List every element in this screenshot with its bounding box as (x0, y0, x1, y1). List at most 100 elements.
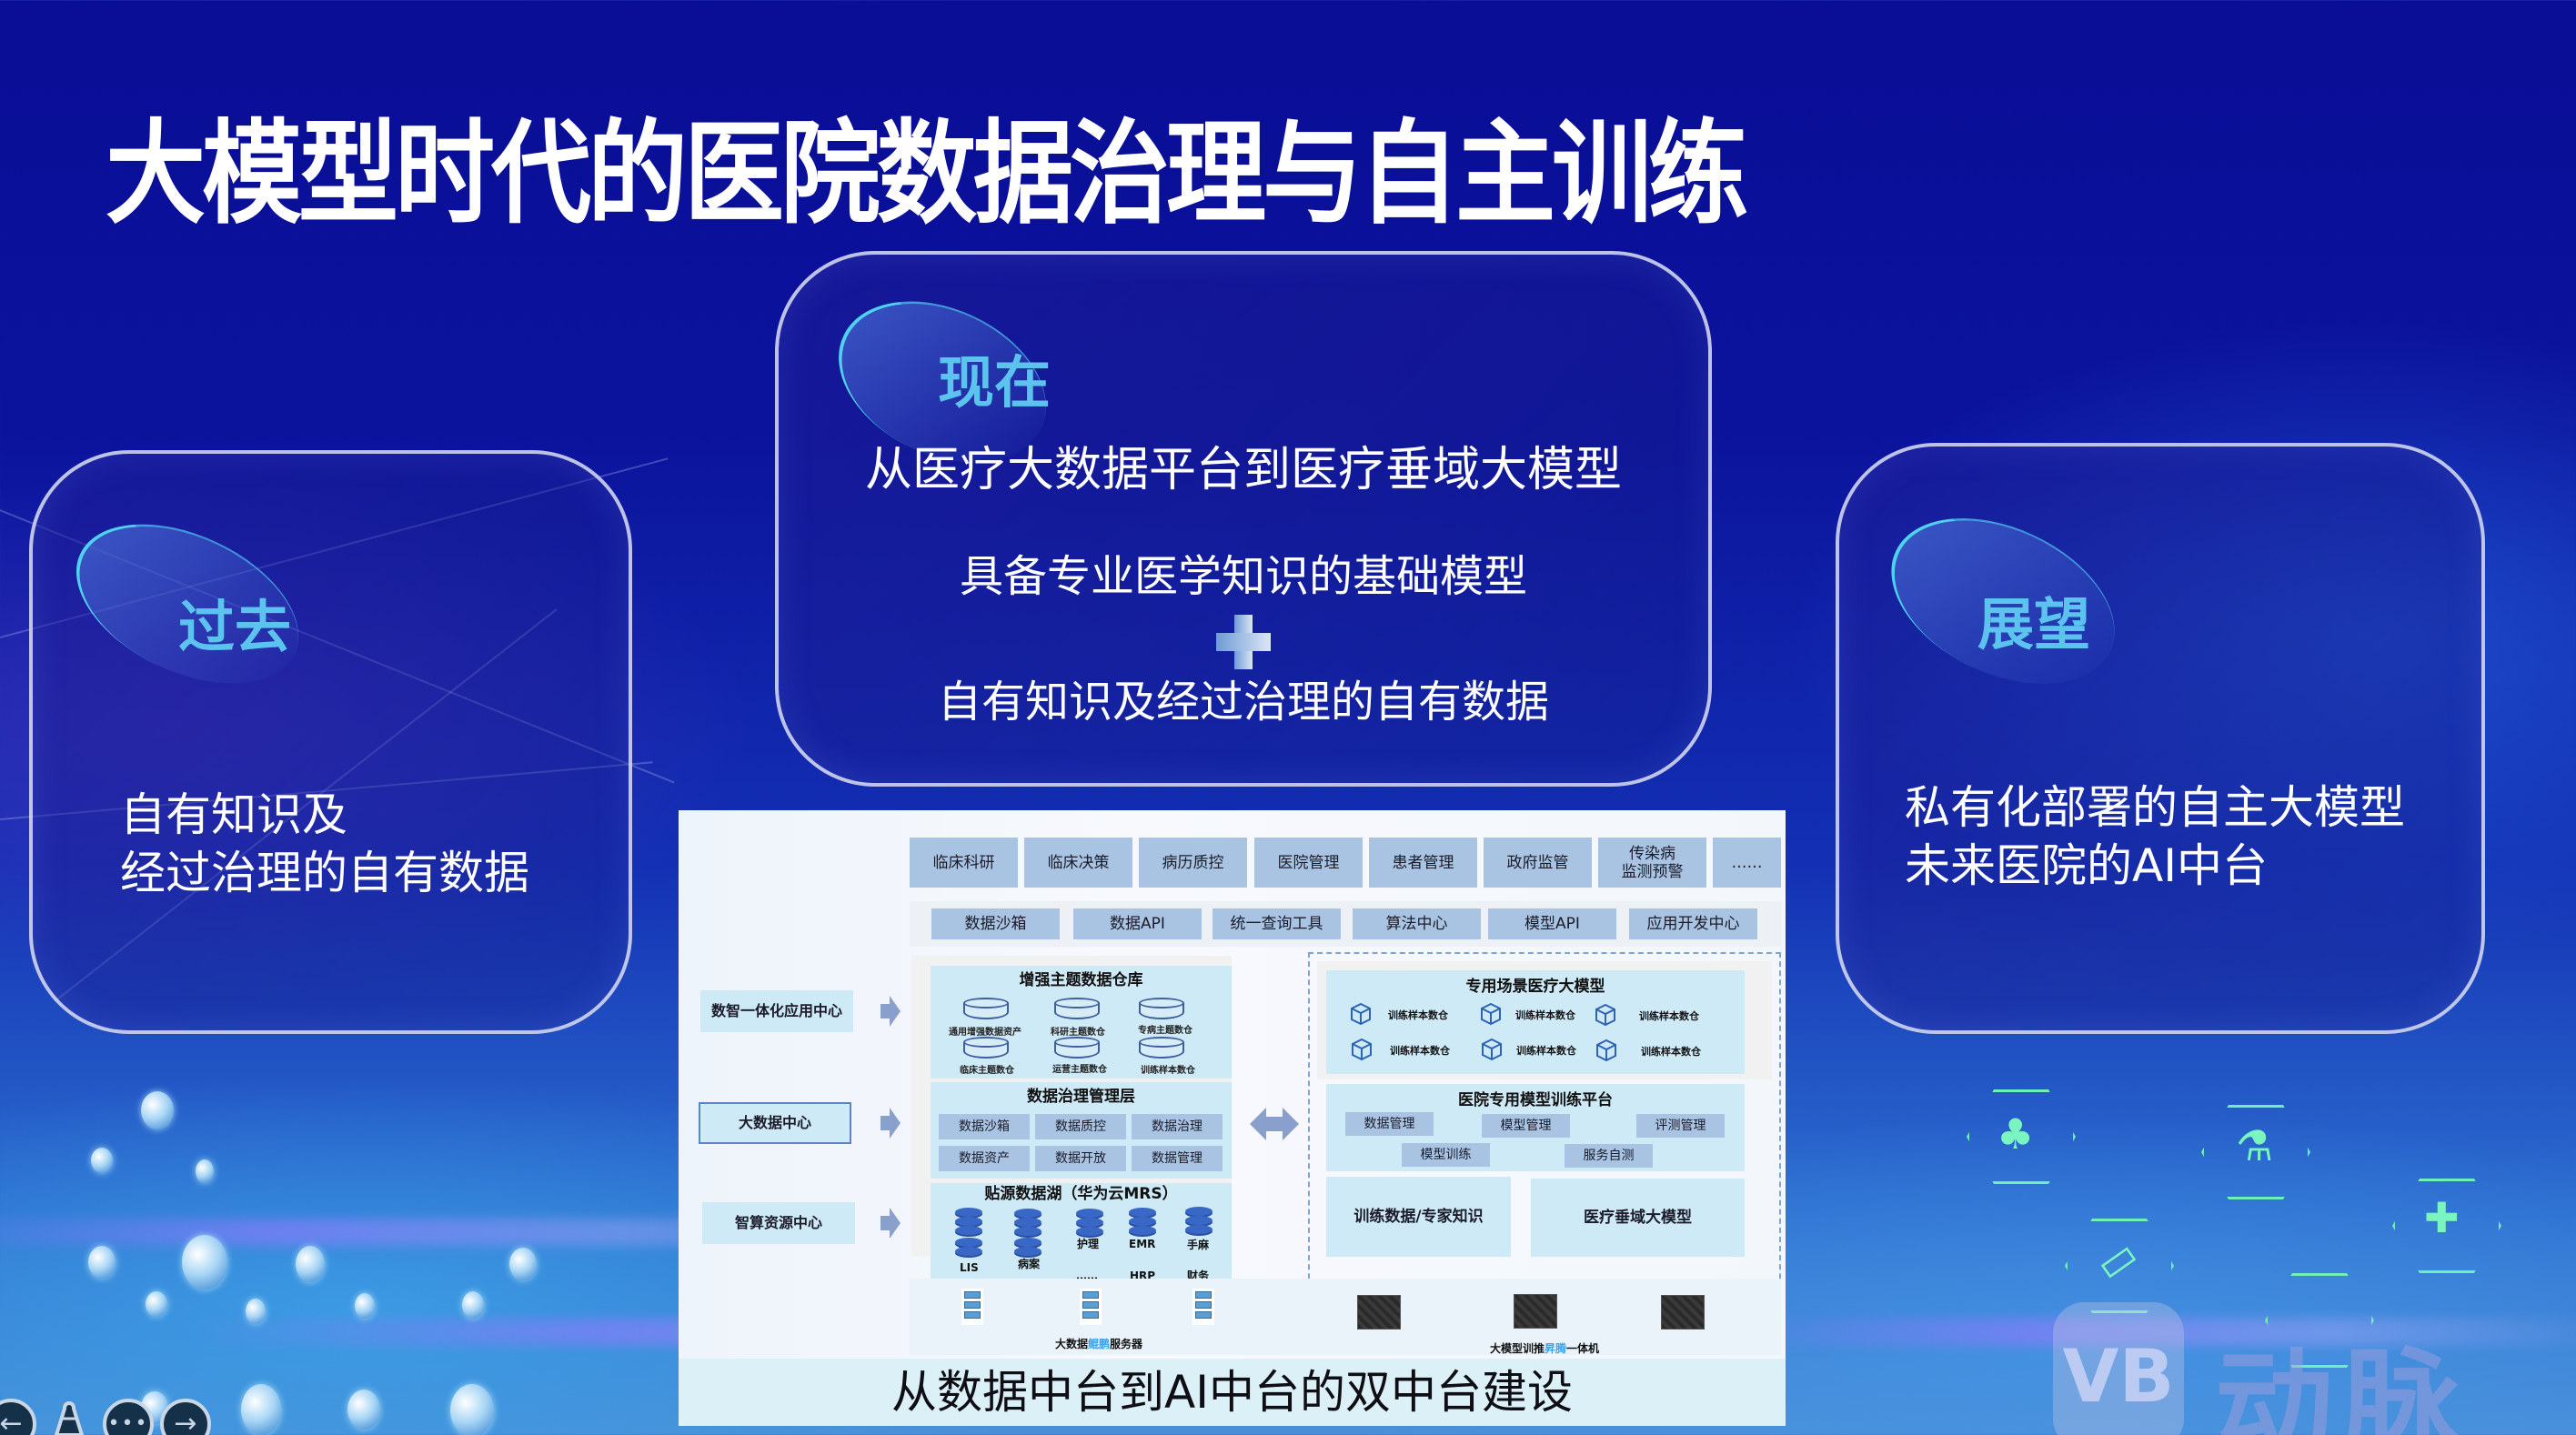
present-line2: 自有知识及经过治理的自有数据 (937, 677, 1549, 728)
data-lake-section: 贴源数据湖（华为云MRS） HIS RIS 护理 EMR 手麻 LIS 病案 …… (931, 1183, 1232, 1282)
molecule-atom (450, 1384, 494, 1435)
hexagon-frame (2265, 1273, 2374, 1368)
pen-tool-button[interactable] (49, 1400, 89, 1435)
plus-icon (1216, 615, 1271, 669)
card-text-past-line1: 自有知识及 (120, 788, 347, 841)
governance-item: 数据质控 (1035, 1114, 1126, 1139)
slide-title: 大模型时代的医院数据治理与自主训练 (106, 108, 1748, 239)
governance-title: 数据治理管理层 (1027, 1088, 1135, 1106)
scenario-models-title: 专用场景医疗大模型 (1465, 978, 1605, 996)
lake-item: 手麻 (1187, 1239, 1210, 1251)
molecule-atom (462, 1291, 484, 1319)
scenario-item: 训练样本数仓 (1388, 1009, 1448, 1021)
server-icon (1192, 1289, 1214, 1325)
app-box-clinical-decision: 临床决策 (1024, 838, 1132, 888)
lake-item: 护理 (1077, 1238, 1100, 1250)
service-algorithm-center: 算法中心 (1353, 908, 1481, 939)
governance-item: 数据管理 (1132, 1146, 1223, 1171)
platform-item: 模型管理 (1482, 1114, 1570, 1138)
lake-item: LIS (960, 1261, 979, 1274)
card-label-past: 过去 (178, 594, 292, 660)
database-icon (963, 1037, 1009, 1060)
scenario-models-section: 专用场景医疗大模型 训练样本数仓 训练样本数仓 训练样本数仓 训练样本数仓 训练… (1326, 970, 1745, 1074)
molecule-atom (355, 1293, 375, 1319)
scenario-item: 训练样本数仓 (1641, 1046, 1701, 1058)
server-icon (1080, 1289, 1102, 1325)
architecture-diagram: 临床科研 临床决策 病历质控 医院管理 患者管理 政府监管 传染病 监测预警 …… (679, 810, 1786, 1425)
hexagon-frame (1967, 1089, 2076, 1184)
governance-item: 数据资产 (939, 1146, 1030, 1171)
data-lake-title: 贴源数据湖（华为云MRS） (984, 1185, 1178, 1203)
hexagon-frame (2065, 1219, 2174, 1313)
database-icon (1076, 1209, 1103, 1239)
app-box-epidemic-warning: 传染病 监测预警 (1598, 838, 1706, 888)
database-icon (1014, 1209, 1041, 1239)
training-platform-title: 医院专用模型训练平台 (1458, 1091, 1613, 1109)
card-past: 过去 自有知识及 经过治理的自有数据 (29, 450, 632, 1034)
platform-item: 服务自测 (1565, 1144, 1653, 1168)
governance-item: 数据治理 (1132, 1114, 1223, 1139)
warehouse-item: 专病主题数仓 (1138, 1026, 1192, 1036)
first-aid-kit-icon: ✚ (2424, 1193, 2460, 1242)
card-text-future-line1: 私有化部署的自主大模型 (1905, 781, 2405, 834)
scenario-item: 训练样本数仓 (1390, 1045, 1450, 1057)
arrow-left-icon: ← (0, 1408, 23, 1435)
next-slide-button[interactable]: → (160, 1399, 211, 1435)
governance-item: 数据沙箱 (939, 1114, 1030, 1139)
warehouse-section: 增强主题数据仓库 通用增强数据资产 科研主题数仓 专病主题数仓 临床主题数仓 运… (931, 966, 1232, 1079)
app-box-more: …… (1713, 838, 1781, 888)
database-icon (1139, 1037, 1184, 1060)
cube-icon (1352, 1038, 1372, 1061)
molecule-atom (347, 1390, 380, 1430)
scenario-item: 训练样本数仓 (1639, 1010, 1699, 1022)
racks-label-pre: 大模型训推 (1490, 1342, 1545, 1355)
service-app-dev-center: 应用开发中心 (1629, 908, 1757, 939)
server-icon (961, 1289, 983, 1325)
more-icon: ••• (107, 1412, 149, 1435)
database-icon (955, 1238, 982, 1269)
arrow-right-icon (880, 1208, 901, 1239)
cube-icon (1596, 1039, 1616, 1062)
rack-icon (1661, 1295, 1705, 1330)
cube-icon (1595, 1003, 1615, 1027)
molecule-atom (141, 1091, 174, 1129)
lake-item: 病案 (1018, 1258, 1041, 1270)
database-icon (955, 1208, 982, 1239)
present-headline: 从医疗大数据平台到医疗垂域大模型 (864, 443, 1622, 497)
servers-label: 大数据鲲鹏服务器 (1055, 1336, 1142, 1351)
training-data-box: 训练数据/专家知识 (1326, 1177, 1511, 1257)
governance-item: 数据开放 (1035, 1146, 1126, 1171)
warehouse-item: 运营主题数仓 (1052, 1065, 1107, 1075)
app-box-gov-supervision: 政府监管 (1484, 838, 1592, 888)
watermark-text: 动脉网 (2215, 1336, 2470, 1435)
app-box-record-qc: 病历质控 (1139, 838, 1247, 888)
center-app: 数智一体化应用中心 (700, 990, 853, 1032)
rack-icon (1514, 1294, 1557, 1329)
molecule-atom (91, 1148, 113, 1173)
governance-section: 数据治理管理层 数据沙箱 数据质控 数据治理 数据资产 数据开放 数据管理 (931, 1082, 1232, 1179)
app-box-clinical-research: 临床科研 (910, 838, 1018, 888)
database-icon (1054, 1037, 1100, 1060)
service-data-api: 数据API (1073, 908, 1202, 939)
double-arrow-icon (1250, 1108, 1299, 1140)
servers-label-highlight: 鲲鹏 (1088, 1338, 1111, 1350)
database-icon (1129, 1208, 1156, 1239)
warehouse-title: 增强主题数据仓库 (1019, 971, 1143, 989)
service-model-api: 模型API (1488, 908, 1616, 939)
arrow-right-icon: → (174, 1408, 197, 1435)
card-future: 展望 私有化部署的自主大模型 未来医院的AI中台 (1836, 443, 2485, 1034)
database-icon (963, 998, 1009, 1021)
molecule-atom (509, 1248, 537, 1280)
platform-item: 数据管理 (1345, 1112, 1434, 1136)
molecule-atom (182, 1235, 227, 1289)
prev-slide-button[interactable]: ← (0, 1399, 36, 1435)
present-line1: 具备专业医学知识的基础模型 (959, 551, 1527, 602)
racks-label: 大模型训推昇腾一体机 (1490, 1340, 1599, 1356)
more-options-button[interactable]: ••• (103, 1399, 154, 1435)
watermark-logo: VB (2053, 1302, 2184, 1435)
arrow-right-icon (880, 996, 901, 1027)
hardware-strip (910, 1279, 1781, 1355)
molecule-atom (296, 1246, 325, 1282)
hexagon-frame (2392, 1179, 2501, 1273)
servers-label-pre: 大数据 (1055, 1338, 1089, 1350)
